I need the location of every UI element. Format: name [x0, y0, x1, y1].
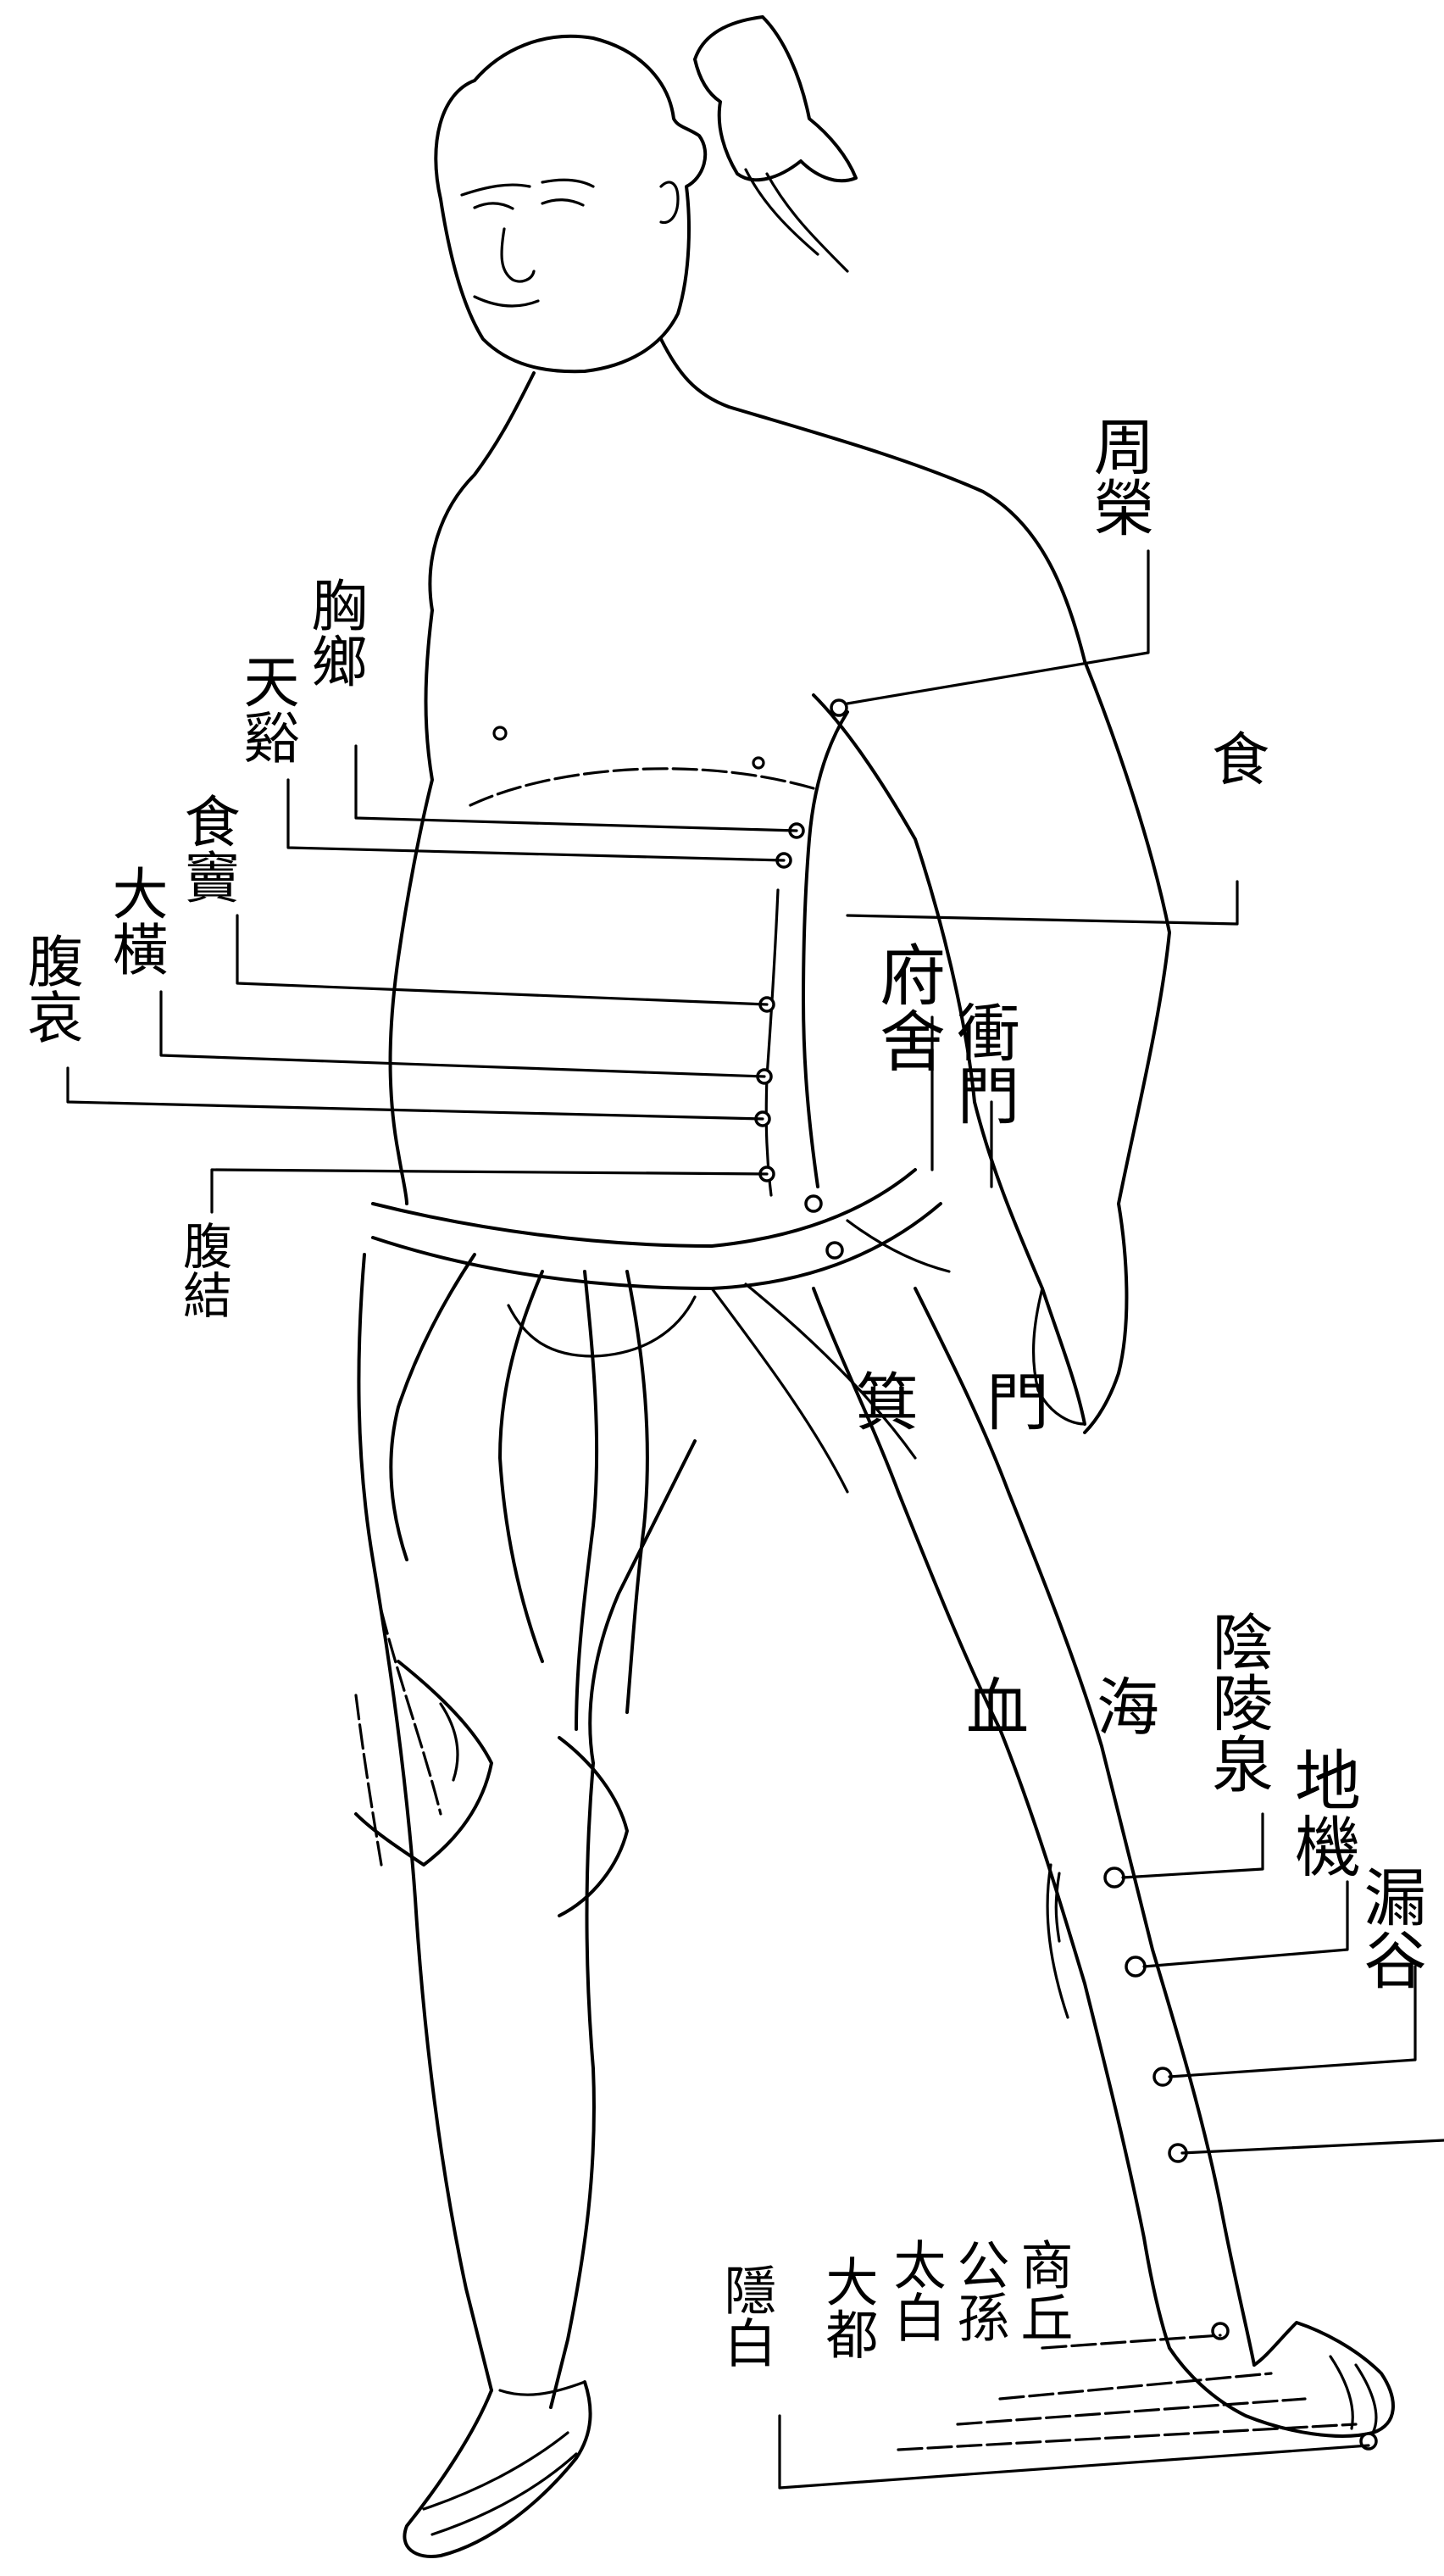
body-outline [356, 17, 1393, 2557]
label-chongmen: 衝門 [947, 1000, 1019, 1126]
label-xuehai: 血海 [966, 1672, 1227, 1744]
acupoints [756, 700, 1376, 2449]
labels: 周榮 胸鄉 天谿 食竇 大橫 腹哀 腹結 食 府舍 衝門 箕門 血海 陰陵泉 地… [19, 415, 1427, 2368]
label-zhourong: 周榮 [1083, 415, 1154, 537]
point-fushe [806, 1196, 821, 1211]
label-lougu: 漏谷 [1353, 1865, 1426, 1990]
label-yinlingquan: 陰陵泉 [1202, 1611, 1273, 1794]
leader-lines [68, 551, 1444, 2488]
label-fuai: 腹哀 [19, 932, 84, 1044]
label-gongsun: 公孫 [948, 2238, 1010, 2343]
label-fushe: 府舍 [869, 941, 945, 1073]
point-zhourong [831, 700, 847, 715]
label-shi-partial: 食 [1212, 727, 1269, 794]
label-xiongxiang: 胸鄉 [303, 576, 368, 688]
label-diji: 地機 [1284, 1746, 1360, 1878]
label-jimen: 箕門 [856, 1366, 1117, 1439]
label-taibai: 太白 [885, 2238, 947, 2343]
point-xuehai [1105, 1868, 1124, 1887]
label-daheng: 大橫 [103, 865, 169, 976]
point-chongmen [827, 1243, 842, 1258]
label-fujie: 腹結 [175, 1221, 232, 1319]
point-yinlingquan [1126, 1957, 1145, 1976]
label-yinbai: 隱白 [715, 2263, 777, 2368]
label-shidou: 食竇 [175, 793, 241, 904]
label-tianxi: 天谿 [235, 653, 300, 765]
label-shangqiu: 商丘 [1012, 2238, 1074, 2343]
label-dadu: 大都 [817, 2255, 879, 2360]
